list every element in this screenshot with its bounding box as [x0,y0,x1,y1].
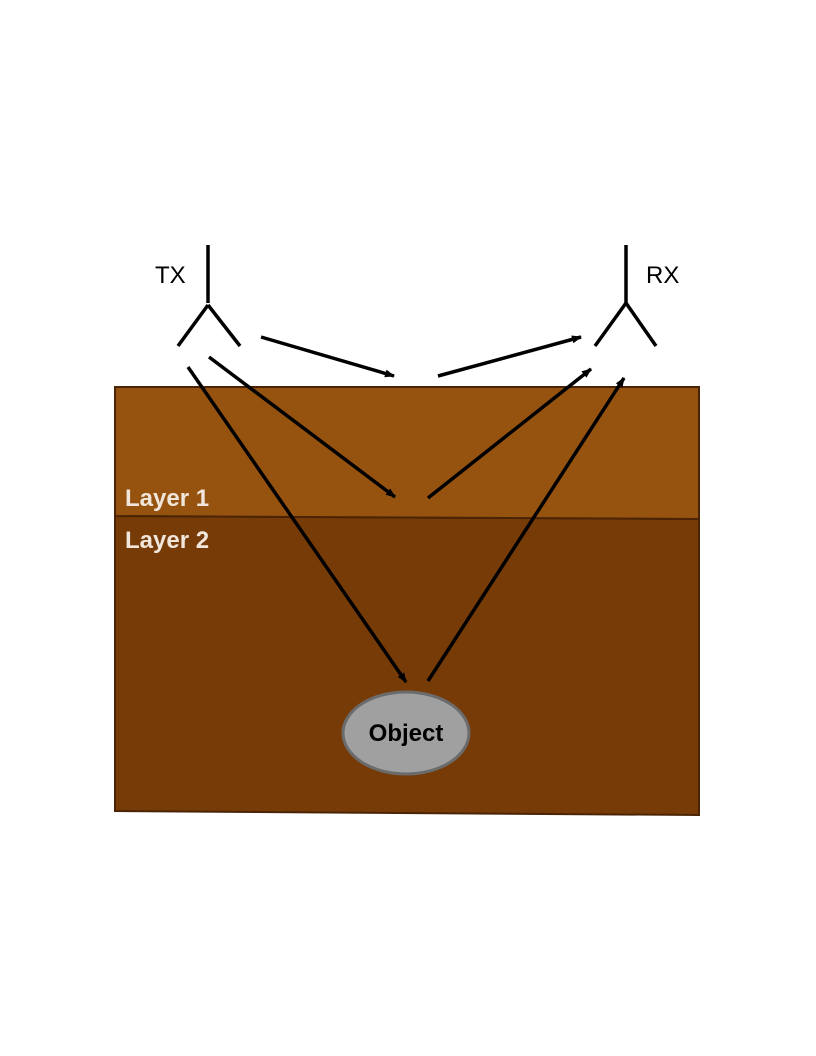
object-reflected-arrow [426,377,626,682]
surface-reflected-arrow [437,335,582,378]
layer-2-label: Layer 2 [125,527,209,554]
interface-reflected-arrow [426,367,593,500]
rx-label: RX [646,262,679,289]
surface-incident-arrow [260,335,395,378]
rx-antenna-icon [593,245,658,348]
object-incident-arrow [186,366,408,683]
interface-incident-arrow [207,355,397,499]
object-label: Object [369,720,444,747]
tx-antenna-icon [176,245,242,348]
tx-label: TX [155,262,186,289]
layer-1-label: Layer 1 [125,485,209,512]
buried-object [341,690,471,776]
